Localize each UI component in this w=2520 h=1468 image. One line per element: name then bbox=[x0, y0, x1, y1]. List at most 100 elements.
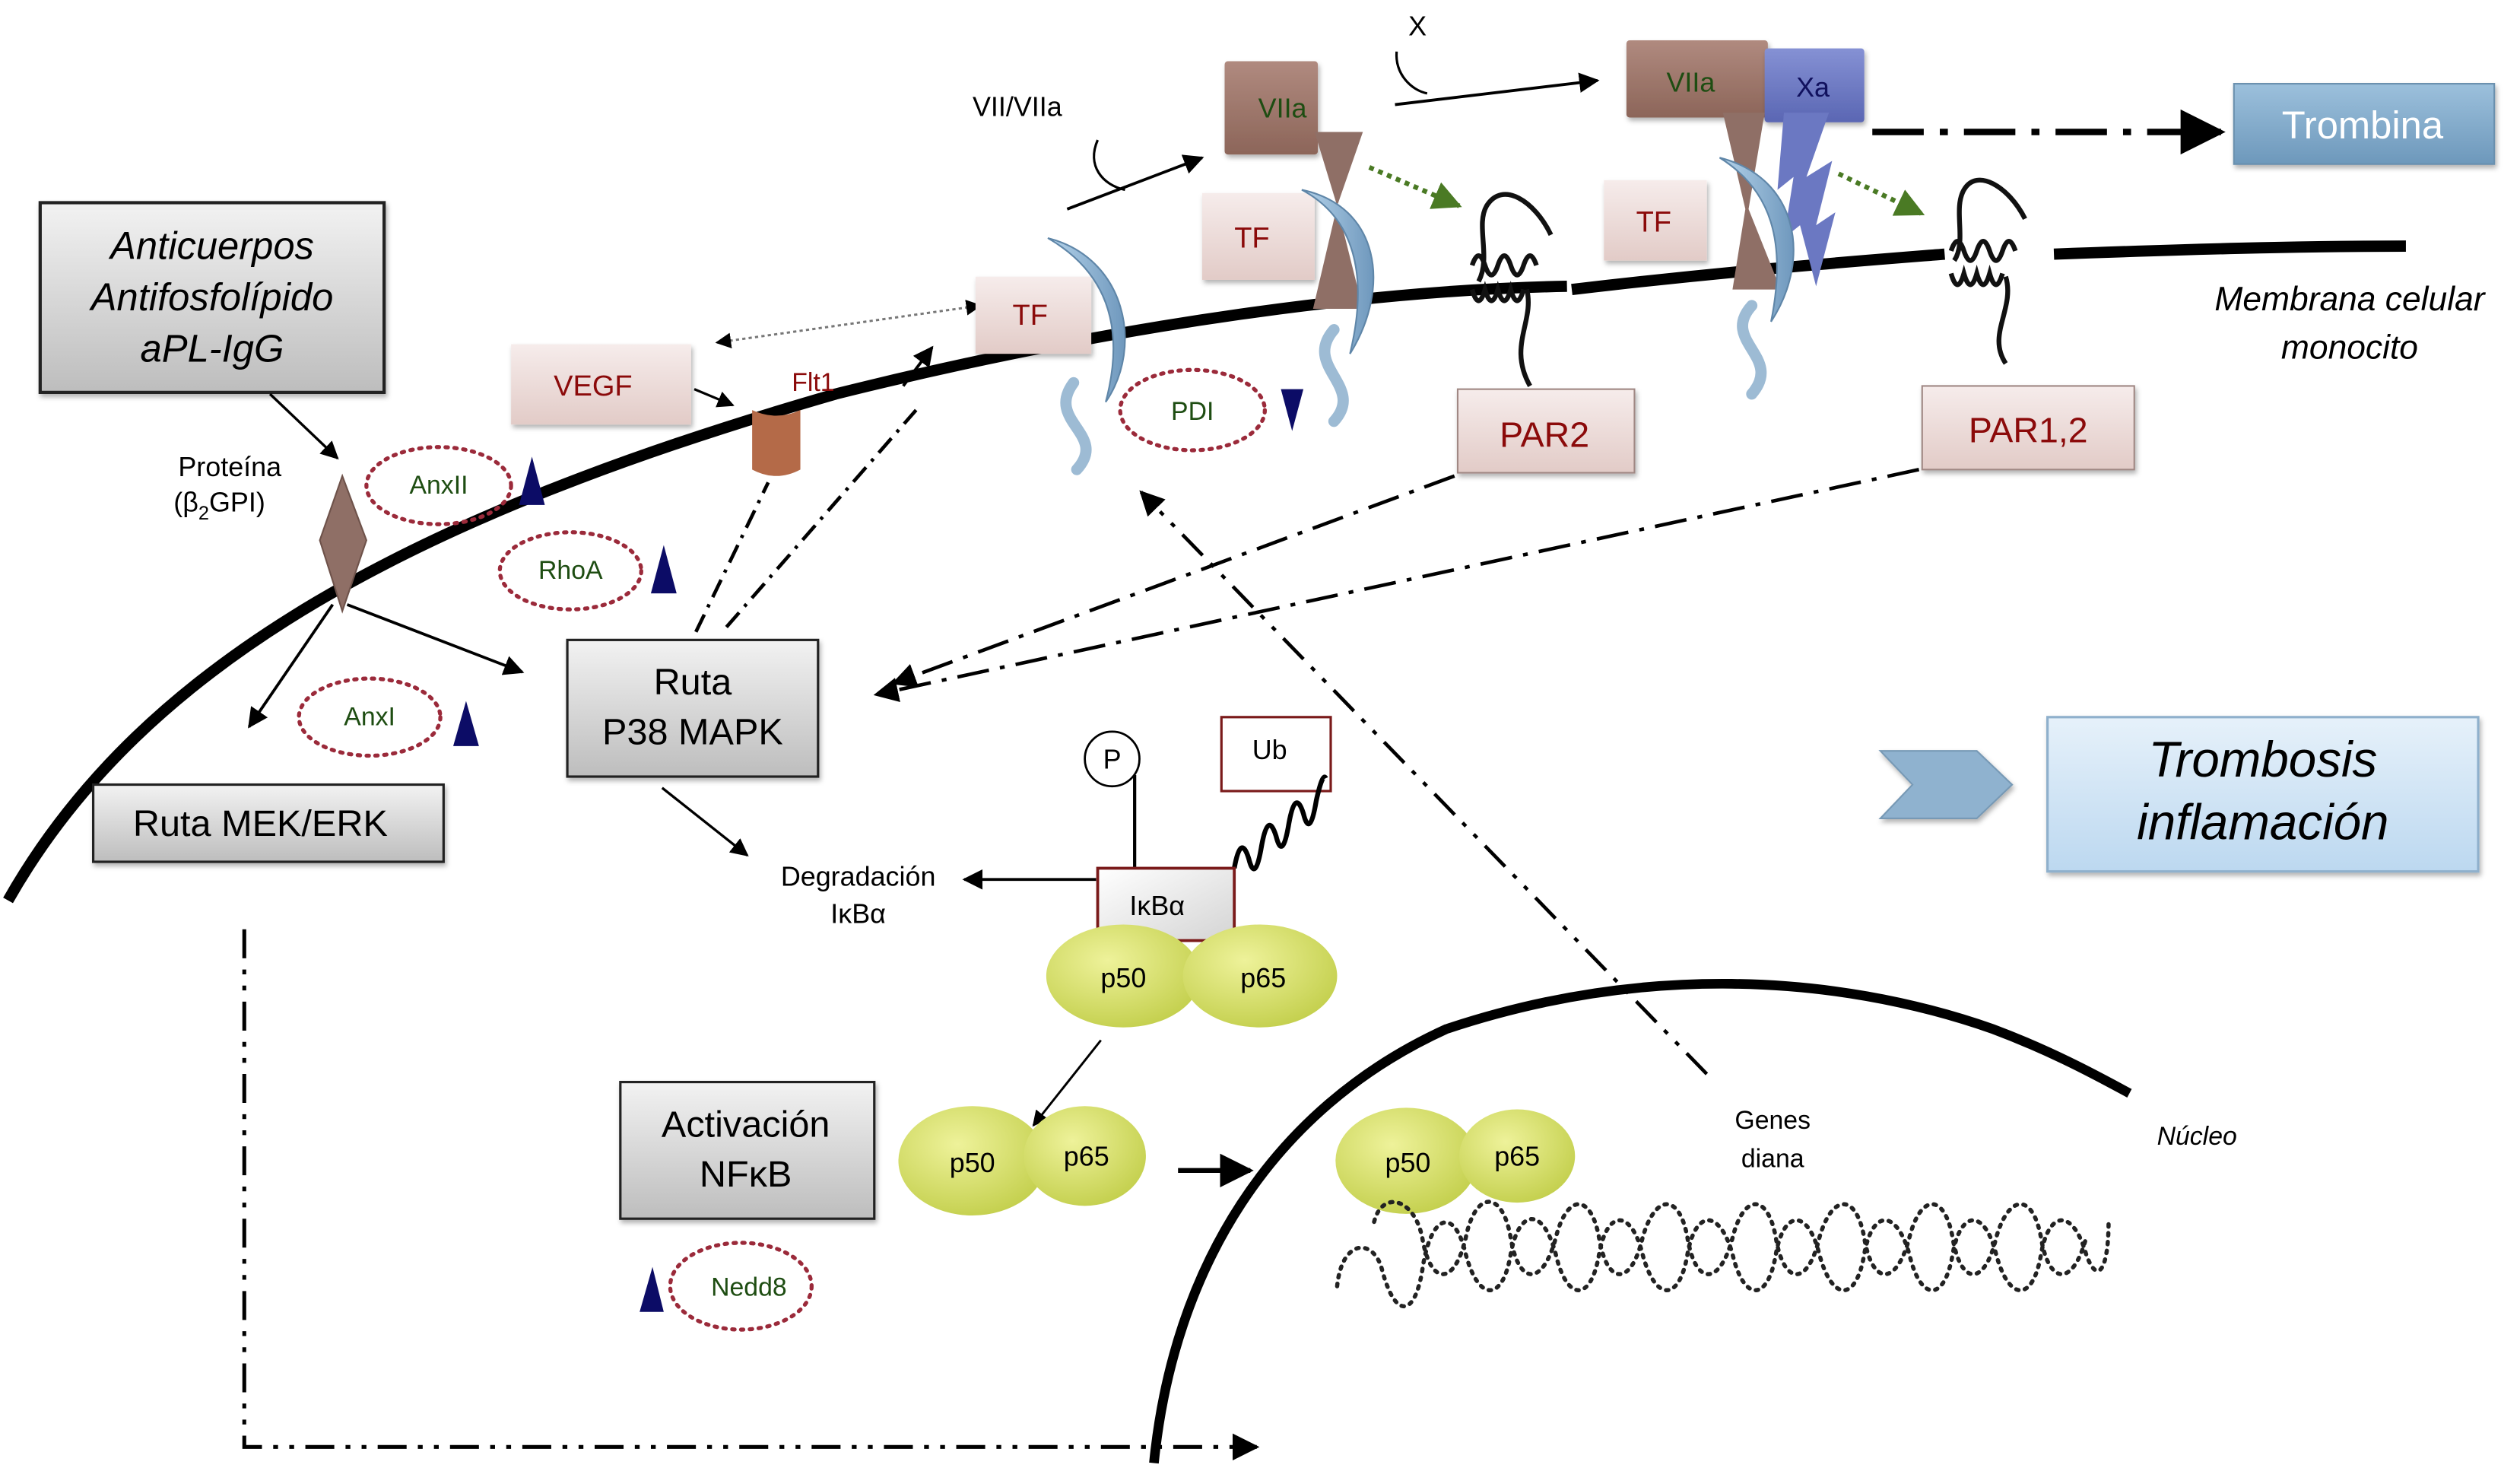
anxii-label: AnxII bbox=[409, 471, 468, 500]
degradation-line-2: IκBα bbox=[830, 898, 886, 929]
p65-label-3: p65 bbox=[1494, 1140, 1540, 1171]
degradation-line-1: Degradación bbox=[781, 861, 936, 892]
antibodies-line-3: aPL-IgG bbox=[141, 327, 284, 370]
xa-box bbox=[1764, 48, 1865, 122]
tf-3-tail bbox=[1737, 300, 1767, 400]
p50-cytoplasm-1 bbox=[1046, 924, 1201, 1028]
xa-label: Xa bbox=[1796, 71, 1830, 103]
pdi-label: PDI bbox=[1171, 397, 1214, 426]
arrow-p38-to-degradation bbox=[661, 786, 749, 857]
outcome-box bbox=[2046, 716, 2480, 873]
viia-1-label: VIIa bbox=[1258, 92, 1307, 123]
arrow-mek-to-nucleus bbox=[242, 929, 1260, 1461]
arrow-xa-to-par12-dotted bbox=[1837, 171, 1925, 217]
p50-label-1: p50 bbox=[1100, 962, 1146, 993]
tf-3-crescent-icon bbox=[1719, 157, 1795, 323]
vegf-box bbox=[511, 344, 691, 425]
anxi-label: AnxI bbox=[344, 702, 395, 731]
dna-strand-2 bbox=[1372, 1200, 2089, 1276]
pdi-ring bbox=[1118, 367, 1267, 453]
arrow-par12-to-p38 bbox=[873, 468, 1920, 702]
tf-2-box bbox=[1201, 192, 1315, 280]
nedd8-label: Nedd8 bbox=[711, 1273, 787, 1302]
b2gpi-protein-icon bbox=[319, 473, 368, 614]
b2gpi-label: (β2GPI) bbox=[173, 486, 265, 524]
p50-cytoplasm-2 bbox=[898, 1106, 1046, 1215]
arrow-b2gpi-to-p38 bbox=[346, 603, 525, 675]
vii-viia-curve bbox=[1093, 139, 1125, 192]
p50-nucleus bbox=[1335, 1107, 1477, 1214]
p65-nucleus bbox=[1459, 1109, 1576, 1203]
viia-1-box bbox=[1224, 61, 1319, 155]
tf-2-crescent-icon bbox=[1301, 189, 1375, 354]
outcome-line-1: Trombosis bbox=[2148, 732, 2377, 787]
par12-box bbox=[1921, 385, 2135, 471]
par2-box bbox=[1456, 388, 1636, 474]
nucleus-membrane bbox=[1149, 979, 2132, 1464]
viia-2-hourglass-icon bbox=[1722, 113, 1781, 290]
arrow-antibodies-to-b2gpi bbox=[268, 392, 339, 460]
arrow-viia-to-par2-dotted bbox=[1368, 165, 1462, 209]
par12-receptor-icon bbox=[1948, 177, 2027, 365]
arrow-vii-to-viia bbox=[1066, 154, 1204, 211]
rhoa-up-triangle-icon bbox=[650, 545, 677, 594]
vegf-label: VEGF bbox=[554, 370, 633, 402]
arrow-par2-to-p38 bbox=[891, 474, 1455, 688]
dna-strand-1 bbox=[1335, 1217, 2111, 1308]
tf-1-box bbox=[975, 276, 1092, 354]
p38-line-1: Ruta bbox=[654, 662, 733, 703]
p65-cytoplasm-1 bbox=[1182, 924, 1338, 1028]
ubiquitin-label: Ub bbox=[1252, 734, 1287, 765]
nfkb-activation-box bbox=[619, 1080, 876, 1220]
mek-erk-box bbox=[91, 783, 445, 863]
tf-2-label: TF bbox=[1234, 223, 1269, 255]
p65-label-2: p65 bbox=[1064, 1140, 1109, 1171]
ubiquitin-chain bbox=[1232, 774, 1328, 872]
par2-receptor-icon bbox=[1469, 192, 1554, 387]
arrow-p38-to-tf bbox=[902, 345, 934, 387]
cell-membrane-far-right bbox=[2053, 240, 2406, 260]
antibodies-line-2: Antifosfolípido bbox=[89, 275, 334, 319]
p38-line-2: P38 MAPK bbox=[602, 712, 783, 753]
flt1-label: Flt1 bbox=[792, 368, 834, 397]
antibodies-box bbox=[38, 201, 386, 394]
trombina-label: Trombina bbox=[2282, 103, 2444, 147]
viia-2-label: VIIa bbox=[1666, 67, 1715, 98]
rhoa-ring bbox=[497, 530, 643, 612]
tf-1-tail bbox=[1060, 377, 1092, 475]
pdi-down-triangle-icon bbox=[1281, 389, 1304, 431]
xa-lightning-icon bbox=[1777, 113, 1836, 287]
phosphate-circle bbox=[1084, 730, 1141, 788]
tf-2-tail bbox=[1319, 324, 1349, 427]
trombina-box bbox=[2233, 83, 2496, 165]
anxii-ring bbox=[364, 445, 513, 526]
tf-1-crescent-icon bbox=[1047, 237, 1126, 403]
arrow-b2gpi-to-mek bbox=[248, 603, 335, 729]
par2-label: PAR2 bbox=[1500, 415, 1589, 455]
flt1-receptor-icon bbox=[752, 410, 801, 476]
tf-3-box bbox=[1604, 180, 1707, 261]
anxi-up-triangle-icon bbox=[453, 701, 479, 746]
protein-label: Proteína bbox=[178, 451, 281, 482]
nfkb-activation-line-2: NFκB bbox=[700, 1154, 792, 1195]
antibodies-line-1: Anticuerpos bbox=[108, 224, 314, 267]
arrow-release-nfkb bbox=[1032, 1039, 1102, 1127]
nedd8-ring bbox=[668, 1241, 814, 1332]
anxi-ring bbox=[297, 676, 443, 758]
anxii-up-triangle-icon bbox=[519, 456, 545, 505]
vii-viia-label: VII/VIIa bbox=[973, 91, 1062, 122]
membrane-label-line-2: monocito bbox=[2281, 329, 2418, 366]
p50-label-2: p50 bbox=[950, 1147, 995, 1178]
p50-label-3: p50 bbox=[1385, 1147, 1430, 1178]
p38-box bbox=[566, 638, 820, 778]
mek-erk-label: Ruta MEK/ERK bbox=[133, 803, 388, 844]
p65-cytoplasm-2 bbox=[1024, 1106, 1146, 1206]
arrow-x-to-xa bbox=[1395, 72, 1600, 106]
x-curve bbox=[1395, 51, 1428, 95]
chevron-arrow-icon bbox=[1878, 750, 2014, 820]
tf-3-label: TF bbox=[1636, 207, 1671, 239]
x-label: X bbox=[1408, 11, 1427, 42]
tf-1-label: TF bbox=[1013, 300, 1048, 332]
phosphate-label: P bbox=[1103, 743, 1122, 774]
